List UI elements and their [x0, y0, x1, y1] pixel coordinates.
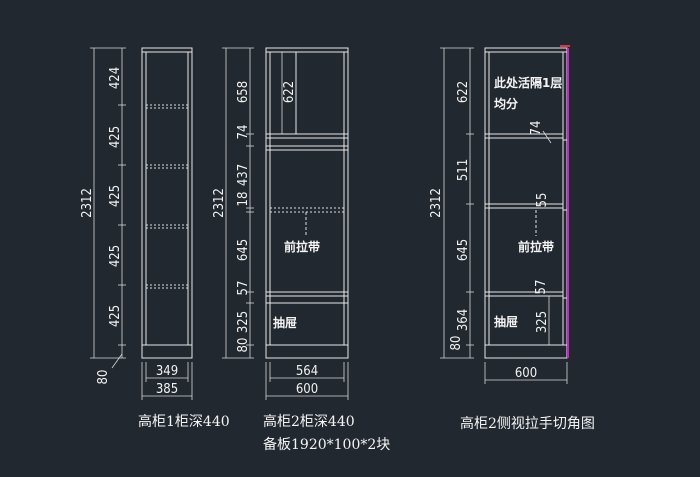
- cabinet-2-door-dim: 622: [282, 81, 297, 103]
- cabinet-1-seg-dim-3: 425: [108, 185, 123, 207]
- cabinet-3-note-line-2: 均分: [494, 96, 518, 111]
- cabinet-3-seg-dim-1: 622: [456, 81, 471, 103]
- cabinet-3-detail-55: 55: [535, 193, 550, 208]
- cabinet-3: 2312 622 511 645 364 80 此处活隔1层 均分 74 55 …: [429, 45, 595, 432]
- cabinet-1-seg-dim-5: 425: [108, 305, 123, 327]
- cabinet-2-seg-dim-8: 80: [236, 338, 251, 353]
- cabinet-3-height-total: 2312: [429, 188, 444, 218]
- cabinet-2-seg-dim-1: 658: [236, 81, 251, 103]
- cabinet-3-outline: [484, 47, 568, 359]
- cabinet-3-title: 高柜2侧视拉手切角图: [460, 415, 595, 432]
- cabinet-2-pull-label: 前拉带: [284, 239, 320, 254]
- cabinet-1-title: 高柜1柜深440: [138, 413, 230, 430]
- cabinet-3-width: 600: [515, 366, 537, 381]
- cabinet-1-height-total: 2312: [80, 188, 95, 218]
- cabinet-3-detail-57: 57: [534, 280, 549, 295]
- cabinet-1: 2312 424 425 425 425 425 80 349 385 高柜1柜…: [80, 47, 230, 430]
- cabinet-2-width-outer: 600: [296, 382, 318, 397]
- cabinet-3-seg-dim-5: 80: [449, 336, 464, 351]
- cabinet-2-outline: [265, 47, 349, 359]
- cabinet-2-height-total: 2312: [212, 188, 227, 218]
- cabinet-1-width-outer: 385: [156, 382, 178, 397]
- cabinet-2-seg-dim-6: 57: [236, 281, 251, 296]
- cabinet-2: 2312 658 74 437 18 645 57 325 80 622 前拉带…: [212, 47, 390, 453]
- cabinet-2-seg-dim-5: 645: [236, 239, 251, 261]
- cabinet-1-seg-dim-4: 425: [108, 245, 123, 267]
- cabinet-1-width-inner: 349: [156, 364, 178, 379]
- cabinet-1-base-dim: 80: [96, 370, 111, 385]
- cabinet-2-subtitle: 备板1920*100*2块: [263, 436, 390, 453]
- cabinet-3-drawer-label: 抽屉: [494, 314, 518, 329]
- cabinet-3-seg-dim-3: 645: [456, 239, 471, 261]
- cabinet-2-drawer-label: 抽屉: [273, 315, 297, 330]
- cabinet-1-seg-dim-2: 425: [108, 126, 123, 148]
- cabinet-2-seg-dim-7: 325: [236, 311, 251, 333]
- cabinet-1-outline: [141, 47, 193, 359]
- cabinet-2-title: 高柜2柜深440: [263, 413, 355, 430]
- cabinet-3-seg-dim-2: 511: [456, 159, 471, 181]
- cabinet-3-seg-dim-4: 364: [456, 309, 471, 331]
- cabinet-3-detail-74: 74: [529, 121, 544, 136]
- cabinet-2-seg-dim-3: 437: [236, 164, 251, 186]
- cabinet-2-seg-dim-4: 18: [236, 192, 251, 207]
- cabinet-2-width-inner: 564: [296, 364, 318, 379]
- cabinet-3-note-line-1: 此处活隔1层: [494, 75, 562, 90]
- cabinet-2-seg-dim-2: 74: [236, 125, 251, 140]
- cabinet-1-seg-dim-1: 424: [108, 67, 123, 89]
- cabinet-3-pull-label: 前拉带: [518, 239, 554, 254]
- cabinet-3-detail-325: 325: [535, 311, 550, 333]
